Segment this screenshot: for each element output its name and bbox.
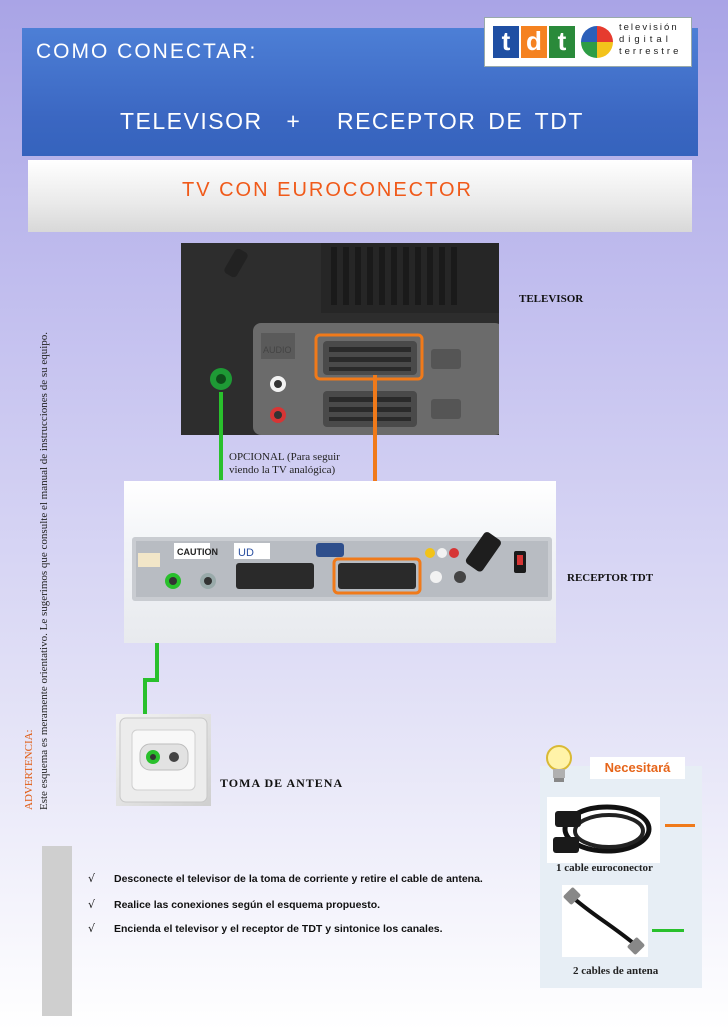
section-band — [28, 160, 692, 232]
steps-sidebar — [42, 846, 72, 1016]
green-cable-legend — [652, 929, 684, 932]
check-icon: √ — [88, 872, 96, 885]
header-title: COMO CONECTAR: — [36, 40, 258, 63]
requirements-heading: Necesitará — [590, 757, 685, 779]
step-3-text: Encienda el televisor y el receptor de T… — [114, 923, 443, 935]
tdt-logo: t d t televisión digital terrestre — [484, 17, 692, 67]
requirement-2: 2 cables de antena — [573, 965, 659, 977]
svg-text:AUDIO: AUDIO — [263, 345, 292, 355]
scart-cable-photo — [547, 797, 660, 863]
antenna-cable-photo — [562, 885, 648, 957]
antenna-socket-photo — [116, 714, 211, 806]
logo-line-1: televisión — [619, 22, 679, 33]
optional-note-line-2: viendo la TV analógica) — [229, 464, 336, 476]
logo-line-3: terrestre — [619, 46, 682, 57]
logo-line-2: digital — [619, 34, 672, 45]
step-3: √ Encienda el televisor y el receptor de … — [88, 922, 443, 935]
optional-note-line-1: OPCIONAL (Para seguir — [229, 451, 340, 463]
logo-letter-t1: t — [493, 26, 519, 58]
logo-text: televisión digital terrestre — [619, 22, 681, 58]
orange-cable-legend — [665, 824, 695, 827]
step-1-text: Desconecte el televisor de la toma de co… — [114, 873, 483, 885]
tv-label: TELEVISOR — [519, 293, 584, 305]
logo-letter-t2: t — [549, 26, 575, 58]
receiver-ud-text: UD — [238, 547, 254, 559]
receiver-label: RECEPTOR TDT — [567, 572, 654, 584]
header-subtitle: TELEVISOR + RECEPTOR DE TDT — [120, 108, 584, 134]
receiver-back-photo: CAUTION UD — [124, 481, 556, 643]
lightbulb-icon — [542, 742, 576, 789]
globe-icon — [581, 26, 613, 58]
check-icon: √ — [88, 898, 96, 911]
check-icon: √ — [88, 922, 96, 935]
optional-note: OPCIONAL (Para seguir viendo la TV analó… — [229, 451, 340, 477]
section-title: TV CON EUROCONECTOR — [182, 179, 473, 201]
step-2-text: Realice las conexiones según el esquema … — [114, 899, 381, 911]
step-1: √ Desconecte el televisor de la toma de c… — [88, 872, 483, 885]
tv-back-photo: AUDIO — [181, 243, 499, 435]
antenna-socket-label: TOMA DE ANTENA — [220, 776, 344, 790]
receiver-caution-text: CAUTION — [177, 547, 218, 557]
logo-letter-d: d — [521, 26, 547, 58]
step-2: √ Realice las conexiones según el esquema… — [88, 898, 380, 911]
requirement-1: 1 cable euroconector — [556, 862, 653, 874]
